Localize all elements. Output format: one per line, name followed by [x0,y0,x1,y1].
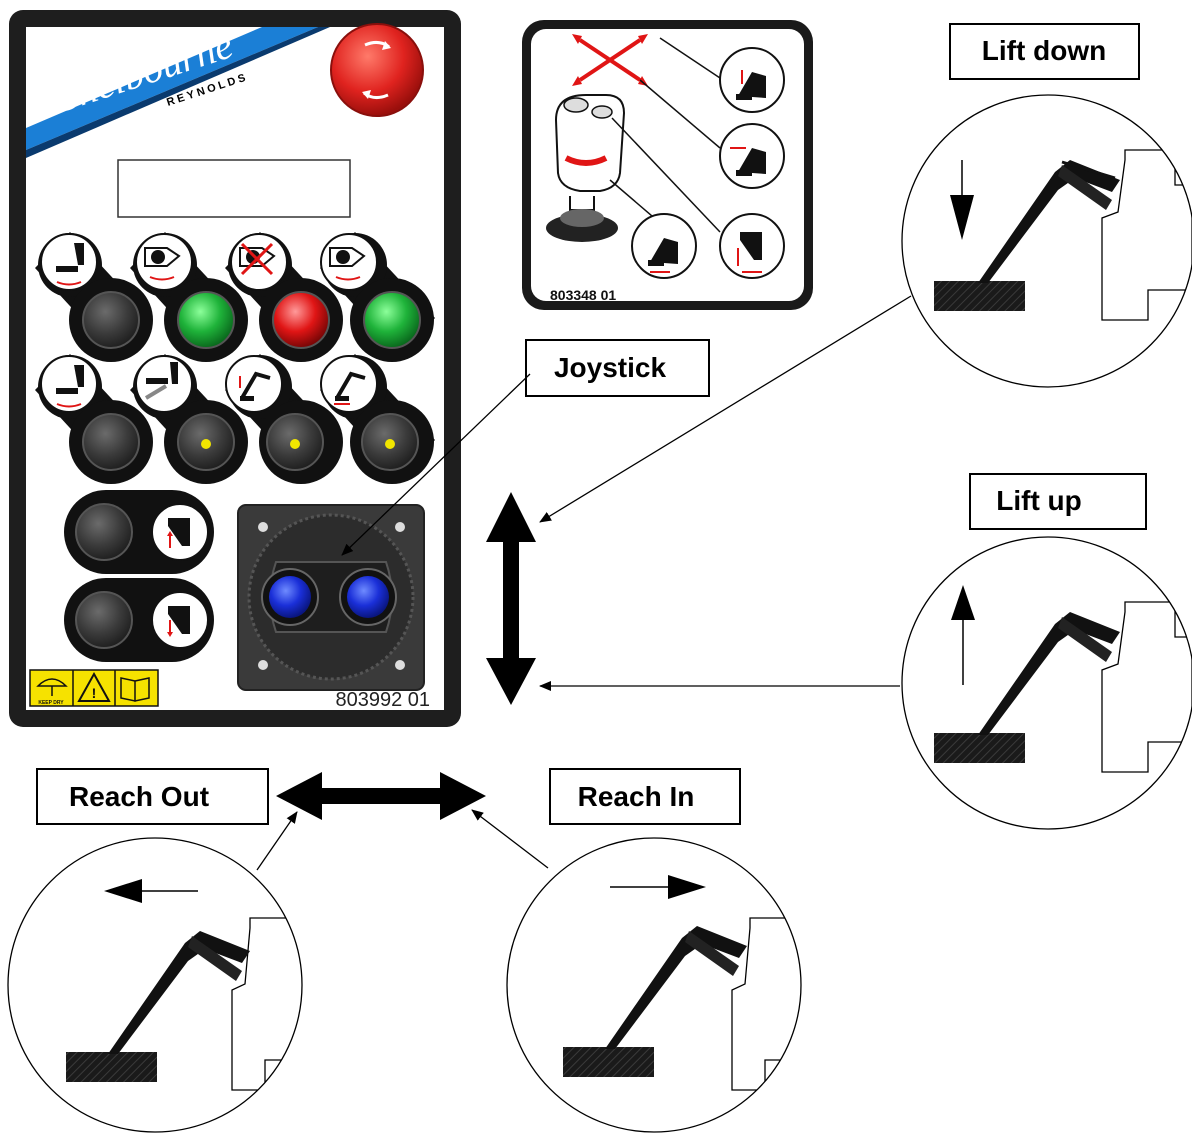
machine-icon [56,243,84,286]
control-panel: Shelbourne REYNOLDS [9,10,461,727]
button-slot[interactable] [225,232,343,362]
rotate-icon [144,247,181,281]
lift-function-icon [719,47,785,113]
joystick-drawing [546,94,626,242]
up-arrow-icon [951,585,975,620]
lift-down-illustration [901,94,1192,388]
button-slot[interactable] [225,354,343,484]
warning-triangle-icon: ! [77,671,111,702]
left-arrow-icon [104,879,142,903]
boom-reach-icon [334,371,366,405]
boom-lift-icon [239,371,271,401]
button-slot[interactable] [320,354,435,484]
rotate-icon [329,247,366,281]
indicator-lamp [363,291,421,349]
horizontal-double-arrow [276,772,486,820]
right-arrow-icon [668,875,706,899]
emergency-stop-button[interactable] [330,23,424,117]
vertical-double-arrow [486,492,536,705]
label-lift-up: Lift up [969,473,1147,530]
indicator-lamp [75,503,133,561]
tilt-icon [144,362,178,400]
reach-in-illustration [506,837,802,1133]
panel-part-number: 803992 01 [335,689,430,711]
joystick-right-button[interactable] [347,576,389,618]
button-slot[interactable] [130,232,248,362]
rotate-function-icon [631,213,697,279]
rotate-disabled-icon [239,242,276,276]
reach-out-illustration [7,837,303,1133]
label-reach-out: Reach Out [36,768,269,825]
joystick-label: Joystick [554,352,666,383]
button-slot[interactable] [320,232,435,362]
reach-in-label: Reach In [578,781,695,812]
joystick-instruction-card: 803348 01 [522,20,813,310]
lift-down-icon [167,606,190,637]
machine-icon [56,365,84,408]
joystick[interactable] [237,504,425,691]
lift-down-label: Lift down [982,35,1106,66]
button-slot[interactable] [130,354,248,484]
indicator-lamp [177,291,235,349]
label-reach-in: Reach In [549,768,741,825]
down-arrow-icon [950,195,974,240]
lift-up-label: Lift up [996,485,1082,516]
button-row-1 [35,232,435,362]
indicator-lamp [75,591,133,649]
lift-up-illustration [901,536,1192,830]
button-slot-lift-up[interactable] [64,490,214,574]
reach-function-icon [719,123,785,189]
keep-dry-label: KEEP DRY [38,700,64,706]
indicator-lamp [82,291,140,349]
leader-lines [256,295,912,871]
label-joystick: Joystick [525,339,710,397]
display-window [117,159,351,218]
indicator-lamp [272,291,330,349]
manual-book-icon [120,677,150,702]
warning-stickers: KEEP DRY ! [29,669,159,707]
button-slot-lift-down[interactable] [64,578,214,662]
svg-text:!: ! [92,685,97,701]
lift-reach-function-icon [719,213,785,279]
indicator-lamp [82,413,140,471]
reach-out-label: Reach Out [69,781,209,812]
card-part-number: 803348 01 [550,287,616,303]
umbrella-icon [36,678,68,696]
label-lift-down: Lift down [949,23,1140,80]
button-slot[interactable] [35,354,153,484]
button-slot[interactable] [35,232,153,362]
joystick-left-button[interactable] [269,576,311,618]
button-row-2 [35,354,435,484]
lift-up-icon [167,518,190,548]
